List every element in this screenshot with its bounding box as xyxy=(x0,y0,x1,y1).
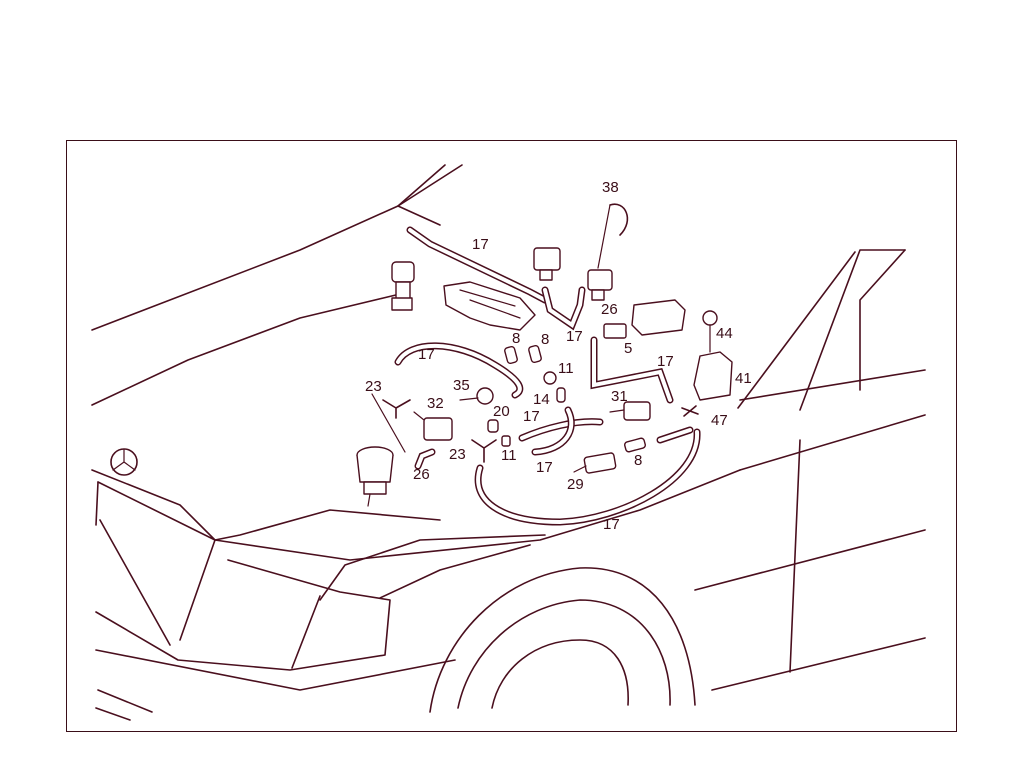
callout-5: 5 xyxy=(624,340,633,357)
car-body-outline xyxy=(91,164,926,721)
callout-8: 8 xyxy=(541,331,550,348)
callout-47: 47 xyxy=(711,412,728,429)
callout-17: 17 xyxy=(418,346,435,363)
callout-17: 17 xyxy=(603,516,620,533)
components xyxy=(356,203,733,507)
callout-38: 38 xyxy=(602,179,619,196)
callout-32: 32 xyxy=(427,395,444,412)
callout-17: 17 xyxy=(536,459,553,476)
callout-17: 17 xyxy=(472,236,489,253)
callout-17: 17 xyxy=(657,353,674,370)
diagram-frame xyxy=(66,140,957,732)
callout-31: 31 xyxy=(611,388,628,405)
callout-14: 14 xyxy=(533,391,550,408)
callout-44: 44 xyxy=(716,325,733,342)
callout-26: 26 xyxy=(413,466,430,483)
callout-35: 35 xyxy=(453,377,470,394)
callout-8: 8 xyxy=(634,452,643,469)
callout-23: 23 xyxy=(365,378,382,395)
callout-20: 20 xyxy=(493,403,510,420)
callout-26: 26 xyxy=(601,301,618,318)
callout-17: 17 xyxy=(566,328,583,345)
callout-11: 11 xyxy=(501,447,517,464)
callout-29: 29 xyxy=(567,476,584,493)
vacuum-hoses xyxy=(394,226,701,526)
callout-23: 23 xyxy=(449,446,466,463)
callout-8: 8 xyxy=(512,330,521,347)
callout-11: 11 xyxy=(558,360,574,377)
leader-lines xyxy=(371,204,611,453)
callout-17: 17 xyxy=(523,408,540,425)
callout-41: 41 xyxy=(735,370,752,387)
